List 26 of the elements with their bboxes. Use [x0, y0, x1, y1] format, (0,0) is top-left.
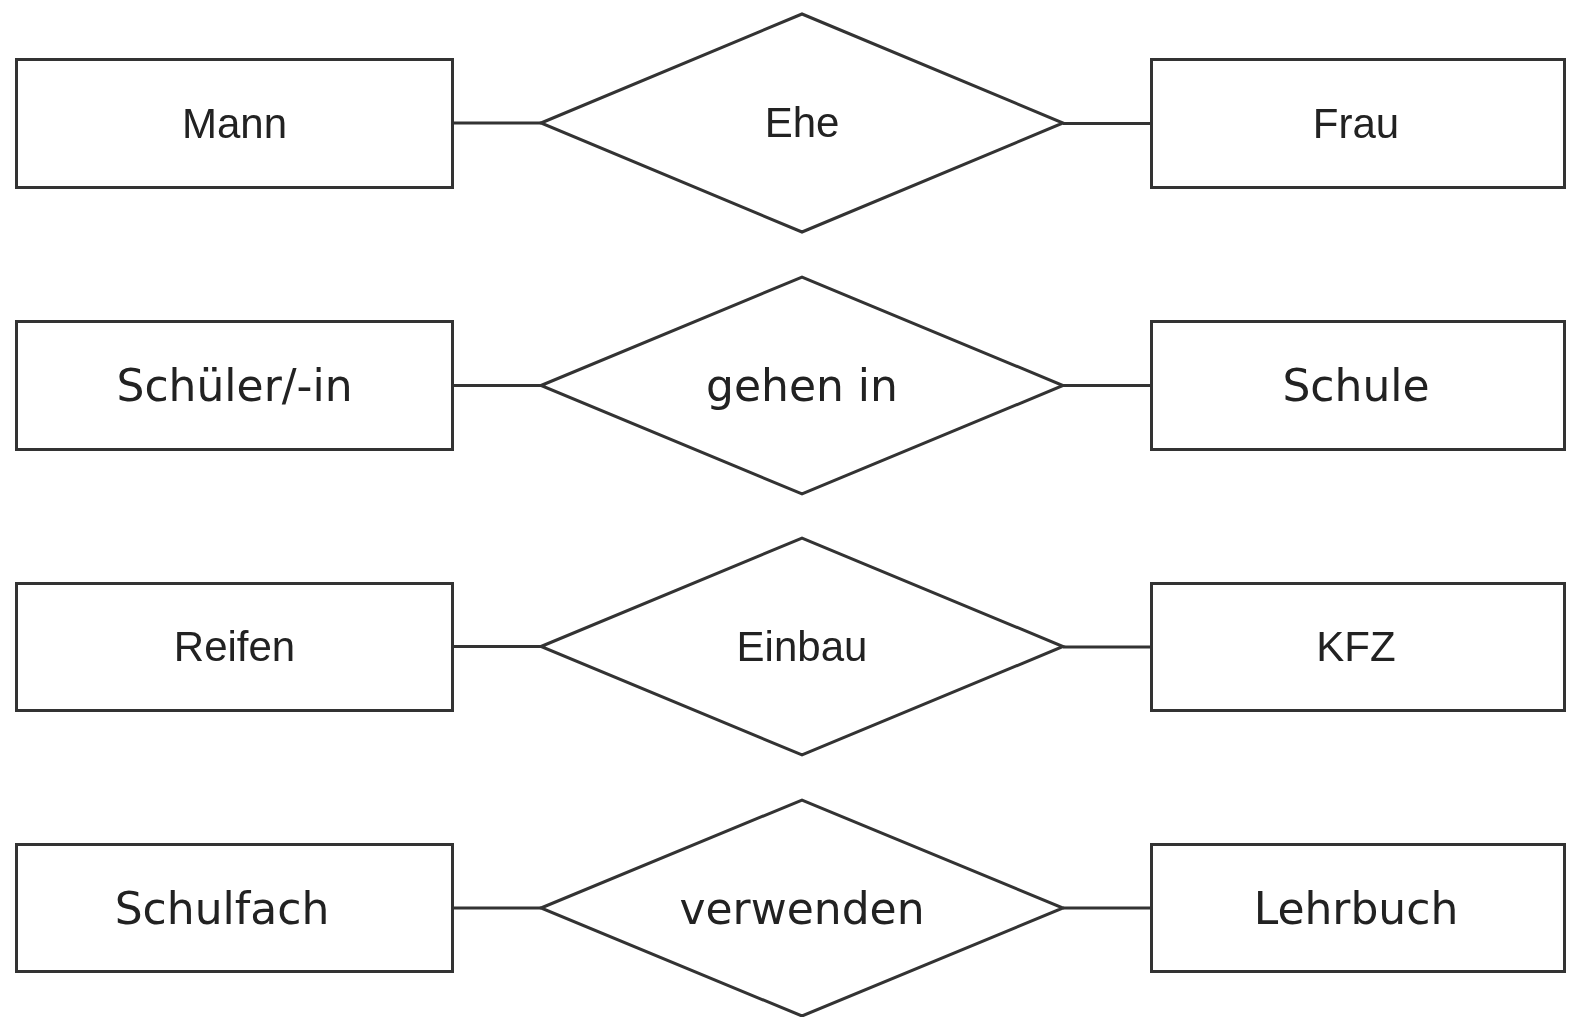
- node-label: Ehe: [764, 99, 840, 147]
- node-label: KFZ: [1316, 623, 1396, 671]
- entity-box: [15, 58, 454, 189]
- node-label: Schule: [1282, 360, 1430, 411]
- entity-box: [15, 582, 454, 712]
- entity-box: [15, 320, 454, 451]
- entity-box: [15, 843, 454, 973]
- entity-box: [1150, 843, 1566, 973]
- node-label: Lehrbuch: [1253, 882, 1459, 934]
- connector-line: [454, 384, 541, 387]
- connector-line: [454, 645, 541, 648]
- node-label: verwenden: [679, 882, 925, 934]
- entity-box: [1150, 320, 1566, 451]
- entity-box: [1150, 58, 1566, 189]
- node-label: Reifen: [173, 623, 296, 671]
- connector-line: [454, 121, 541, 125]
- connector-line: [1063, 906, 1150, 910]
- connector-line: [1063, 384, 1150, 387]
- connector-line: [1063, 122, 1150, 125]
- node-label: Mann: [181, 99, 288, 148]
- entity-box: [1150, 582, 1566, 712]
- node-label: Schüler/-in: [116, 360, 353, 411]
- node-label: Frau: [1312, 99, 1400, 148]
- connector-line: [1063, 645, 1150, 649]
- connector-line: [454, 906, 541, 910]
- node-label: Schulfach: [114, 882, 330, 934]
